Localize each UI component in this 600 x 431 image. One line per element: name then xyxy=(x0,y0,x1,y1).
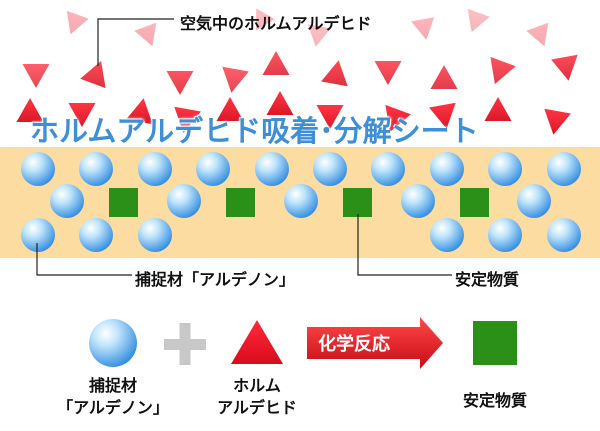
formaldehyde-triangle xyxy=(321,60,348,87)
sheet-title: ホルムアルデヒド吸着･分解シート xyxy=(30,114,479,148)
formaldehyde-triangle xyxy=(385,104,411,133)
formaldehyde-triangle xyxy=(256,8,275,31)
capture-ball xyxy=(138,218,172,252)
capture-ball xyxy=(371,152,405,186)
leader-line-stable xyxy=(357,214,452,276)
formaldehyde-triangle xyxy=(174,106,201,133)
formaldehyde-triangle xyxy=(22,64,50,88)
formaldehyde-triangle xyxy=(411,17,435,40)
leader-line-air xyxy=(97,18,174,66)
legend-capture-label: 捕捉材 「アルデノン」 xyxy=(50,375,176,419)
formaldehyde-triangle xyxy=(66,10,89,35)
legend-formaldehyde-label: ホルム アルデヒド xyxy=(200,375,314,419)
formaldehyde-triangle xyxy=(126,98,153,125)
capture-ball xyxy=(430,152,464,186)
capture-ball xyxy=(167,184,201,218)
formaldehyde-triangle xyxy=(16,98,44,122)
formaldehyde-triangle xyxy=(526,22,549,47)
capture-ball xyxy=(79,218,113,252)
formaldehyde-triangle xyxy=(467,8,490,33)
capture-ball xyxy=(401,184,435,218)
formaldehyde-triangle xyxy=(374,61,402,85)
legend-formaldehyde-line1: ホルム xyxy=(233,376,281,395)
formaldehyde-triangle xyxy=(134,22,157,47)
reaction-arrow xyxy=(307,317,443,369)
capture-ball xyxy=(430,218,464,252)
capture-material-particles xyxy=(21,152,581,252)
formaldehyde-triangle xyxy=(551,54,578,81)
formaldehyde-triangle xyxy=(262,51,290,75)
capture-ball xyxy=(313,152,347,186)
stable-square xyxy=(226,188,255,217)
formaldehyde-triangle xyxy=(316,105,344,129)
legend-square-icon xyxy=(473,321,517,365)
capture-ball xyxy=(488,218,522,252)
capture-ball xyxy=(517,184,551,218)
capture-ball xyxy=(255,152,289,186)
stable-square xyxy=(109,188,138,217)
stable-square xyxy=(343,188,372,217)
formaldehyde-triangle xyxy=(430,65,458,89)
legend-capture-line1: 捕捉材 xyxy=(88,376,137,395)
stable-substance-label: 安定物質 xyxy=(455,270,520,289)
formaldehyde-triangle xyxy=(484,97,512,121)
legend-ball-icon xyxy=(89,319,137,367)
formaldehyde-triangle xyxy=(429,102,456,129)
formaldehyde-triangle xyxy=(166,71,194,95)
formaldehyde-triangle xyxy=(490,56,516,85)
capture-ball xyxy=(284,184,318,218)
legend-triangle-icon xyxy=(231,320,283,364)
capture-ball xyxy=(547,152,581,186)
stable-substance-particles xyxy=(109,188,489,217)
capture-ball xyxy=(547,218,581,252)
capture-ball xyxy=(50,184,84,218)
formaldehyde-triangle xyxy=(216,97,244,121)
formaldehyde-particles xyxy=(16,8,578,135)
formaldehyde-triangle xyxy=(266,91,294,115)
formaldehyde-triangle xyxy=(307,24,331,47)
capture-ball xyxy=(196,152,230,186)
stable-square xyxy=(460,188,489,217)
capture-ball xyxy=(79,152,113,186)
formaldehyde-triangle xyxy=(544,108,571,135)
leader-line-capture xyxy=(36,243,132,276)
capture-ball xyxy=(21,152,55,186)
formaldehyde-triangle xyxy=(222,66,249,93)
formaldehyde-triangle xyxy=(80,60,106,89)
capture-ball xyxy=(138,152,172,186)
legend-capture-line2: 「アルデノン」 xyxy=(57,398,169,417)
formaldehyde-in-air-label: 空気中のホルムアルデヒド xyxy=(180,14,372,33)
plus-icon xyxy=(164,323,206,365)
capture-ball xyxy=(21,218,55,252)
reaction-label: 化学反応 xyxy=(318,334,390,355)
legend-formaldehyde-line2: アルデヒド xyxy=(217,398,297,417)
formaldehyde-triangle xyxy=(68,103,96,127)
legend-product-label: 安定物質 xyxy=(462,391,527,410)
capture-material-label: 捕捉材「アルデノン」 xyxy=(135,270,295,289)
capture-ball xyxy=(488,152,522,186)
